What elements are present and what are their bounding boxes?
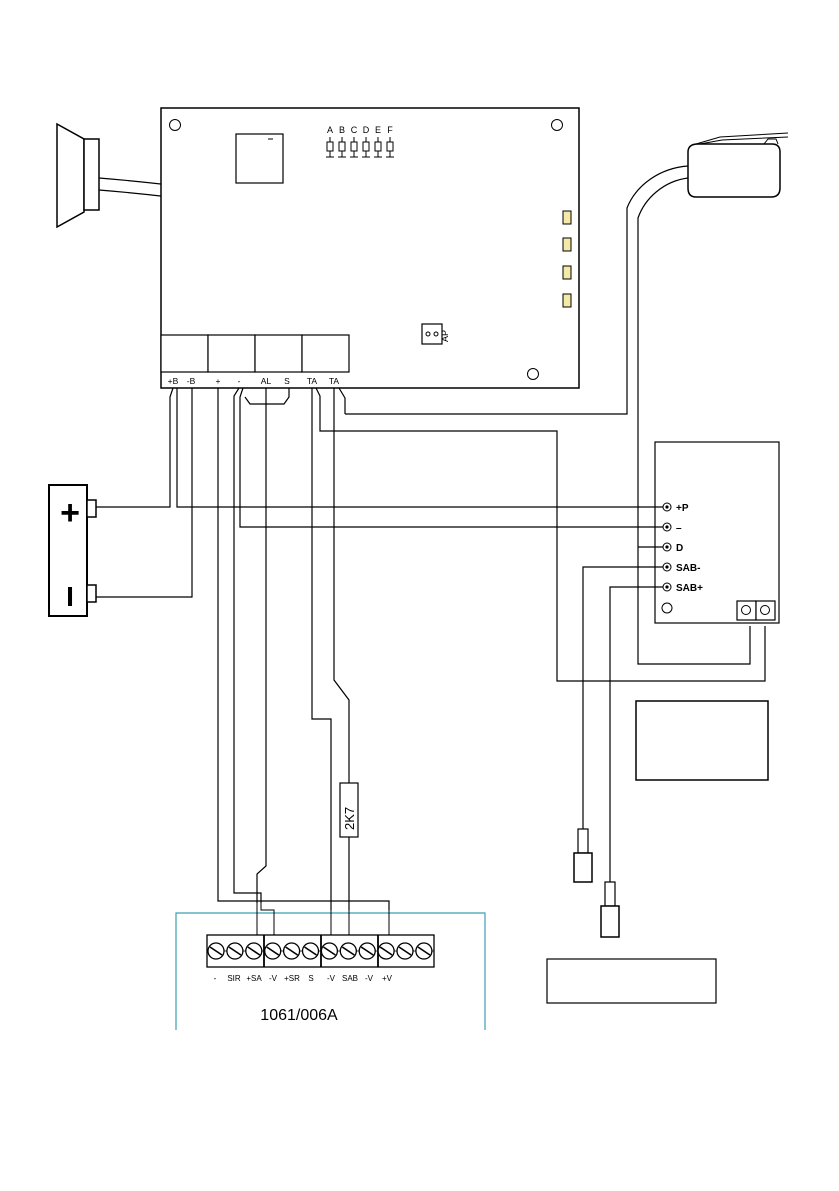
siren-module: - SIR +SA -V +SR S -V SAB -V +V 1061/006…	[176, 903, 485, 1030]
battery-plus-label: +	[60, 494, 80, 532]
resistor-label: 2K7	[342, 807, 357, 830]
screw-terminal-icon	[284, 943, 300, 959]
connector-plug-icon	[601, 882, 619, 937]
led	[563, 266, 571, 279]
speaker-icon	[57, 124, 99, 227]
ap-label: AP	[440, 330, 450, 342]
board-terminal-blocks	[161, 335, 349, 372]
battery-icon: + I	[49, 485, 96, 616]
dip-letter: E	[375, 125, 381, 135]
siren-terminal-label: SAB	[342, 974, 358, 983]
siren-terminal-labels: - SIR +SA -V +SR S -V SAB -V +V	[214, 974, 393, 983]
dip-letter: F	[387, 125, 393, 135]
screw-terminal-icon	[265, 943, 281, 959]
led	[563, 211, 571, 224]
siren-model-label: 1061/006A	[260, 1007, 338, 1024]
screw-terminal-icon	[378, 943, 394, 959]
terminal-label: +	[216, 376, 221, 386]
terminal-label: TA	[329, 376, 340, 386]
blank-label-box	[636, 701, 768, 780]
terminal-label: -	[238, 376, 241, 386]
siren-terminal-label: -	[214, 974, 217, 983]
dip-letter: C	[351, 125, 358, 135]
dip-letter: D	[363, 125, 370, 135]
siren-terminal-label: -V	[365, 974, 374, 983]
dip-letter: A	[327, 125, 333, 135]
terminal-label: S	[284, 376, 290, 386]
svg-text:D: D	[676, 543, 683, 554]
screw-terminal-icon	[208, 943, 224, 959]
svg-text:SAB-: SAB-	[676, 563, 700, 574]
terminal-label: -B	[187, 376, 196, 386]
battery-minus-label: I	[66, 581, 74, 612]
dip-letter: B	[339, 125, 345, 135]
terminal-label: +B	[168, 376, 179, 386]
siren-terminal-label: +SR	[284, 974, 300, 983]
screw-terminal-icon	[227, 943, 243, 959]
screw-terminal-icon	[397, 943, 413, 959]
chip	[236, 134, 283, 183]
screw-terminal-icon	[303, 943, 319, 959]
tamper-switch-icon	[688, 133, 788, 197]
siren-terminal-label: +SA	[246, 974, 262, 983]
siren-terminal-label: +V	[382, 974, 393, 983]
led	[563, 238, 571, 251]
resistor-2k7: 2K7	[340, 783, 358, 837]
svg-text:SAB+: SAB+	[676, 583, 703, 594]
terminal-label: AL	[261, 376, 272, 386]
connector-plug-icon	[574, 829, 592, 882]
svg-text:+P: +P	[676, 503, 689, 514]
screw-terminal-icon	[321, 943, 337, 959]
screw-terminal-icon	[340, 943, 356, 959]
detector-module: +P – D SAB- SAB+	[655, 442, 779, 623]
screw-terminal-icon	[416, 943, 432, 959]
svg-text:–: –	[676, 523, 682, 534]
terminal-label: TA	[307, 376, 318, 386]
siren-terminal-label: SIR	[227, 974, 241, 983]
siren-terminal-label: -V	[327, 974, 336, 983]
blank-label-box	[547, 959, 716, 1003]
screw-terminal-icon	[246, 943, 262, 959]
siren-terminal-label: S	[308, 974, 313, 983]
led	[563, 294, 571, 307]
screw-terminal-icon	[359, 943, 375, 959]
siren-terminal-label: -V	[269, 974, 278, 983]
